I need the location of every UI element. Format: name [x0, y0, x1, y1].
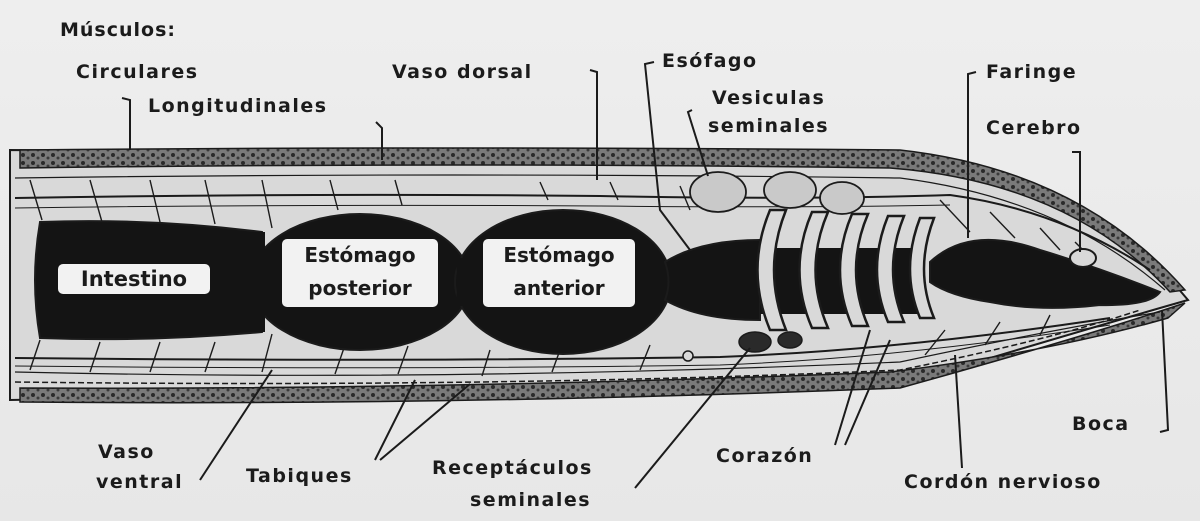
label-estomago-anterior-line2: anterior	[483, 272, 635, 305]
label-vaso-ventral-line1: Vaso	[98, 440, 155, 464]
label-vesiculas-line1: Vesiculas	[712, 86, 825, 110]
label-intestino: Intestino	[58, 264, 210, 294]
label-tabiques: Tabiques	[246, 464, 353, 488]
label-estomago-posterior-line1: Estómago	[282, 239, 438, 272]
label-receptaculos-line1: Receptáculos	[432, 456, 593, 480]
label-receptaculos-line2: seminales	[470, 488, 591, 512]
label-cerebro: Cerebro	[986, 116, 1082, 140]
label-corazon: Corazón	[716, 444, 813, 468]
muscles-heading: Músculos:	[60, 18, 176, 42]
label-circulares: Circulares	[76, 60, 199, 84]
label-estomago-posterior-line2: posterior	[282, 272, 438, 305]
brain-shape	[1070, 249, 1096, 267]
organ-constriction-1	[245, 232, 265, 332]
label-vesiculas-line2: seminales	[708, 114, 829, 138]
label-cordon-nervioso: Cordón nervioso	[904, 470, 1102, 494]
label-vaso-dorsal: Vaso dorsal	[392, 60, 533, 84]
label-boca: Boca	[1072, 412, 1130, 436]
label-intestino-text: Intestino	[58, 264, 210, 294]
label-esofago: Esófago	[662, 49, 758, 73]
label-vaso-ventral-line2: ventral	[96, 470, 183, 494]
label-estomago-posterior: Estómago posterior	[282, 239, 438, 307]
label-estomago-anterior: Estómago anterior	[483, 239, 635, 307]
organ-constriction-2	[455, 258, 475, 306]
label-faringe: Faringe	[986, 60, 1077, 84]
label-longitudinales: Longitudinales	[148, 94, 328, 118]
label-estomago-anterior-line1: Estómago	[483, 239, 635, 272]
